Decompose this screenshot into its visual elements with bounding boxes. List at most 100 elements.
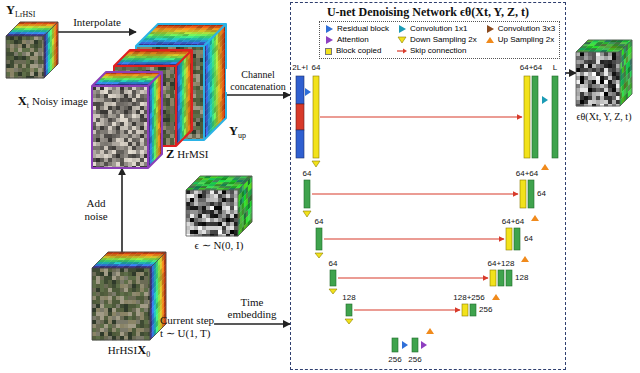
pixel xyxy=(140,90,144,94)
pixel xyxy=(170,86,174,90)
pixel xyxy=(124,102,128,106)
pixel xyxy=(136,138,140,142)
pixel xyxy=(136,98,140,102)
pixel xyxy=(120,158,124,162)
pixel xyxy=(124,98,128,102)
pixel xyxy=(112,94,116,98)
pixel xyxy=(170,78,174,82)
pixel xyxy=(120,154,124,158)
pixel xyxy=(34,64,38,68)
feature-bar xyxy=(532,76,538,158)
pixel xyxy=(124,142,128,146)
pixel xyxy=(120,142,124,146)
pixel xyxy=(96,90,100,94)
pixel xyxy=(140,118,144,122)
pixel xyxy=(116,102,120,106)
pixel xyxy=(192,134,196,138)
pixel xyxy=(186,190,190,194)
pixel xyxy=(26,72,30,76)
pixel xyxy=(124,126,128,130)
pixel xyxy=(136,102,140,106)
pixel xyxy=(104,126,108,130)
pixel xyxy=(120,90,124,94)
pixel xyxy=(140,94,144,98)
pixel xyxy=(196,66,200,70)
pixel xyxy=(132,118,136,122)
pixel xyxy=(104,110,108,114)
residual-symbol xyxy=(402,341,408,349)
pixel xyxy=(96,118,100,122)
pixel xyxy=(108,138,112,142)
pixel xyxy=(116,90,120,94)
up-symbol xyxy=(541,164,549,170)
pixel xyxy=(34,40,38,44)
pixel xyxy=(120,106,124,110)
pixel xyxy=(132,142,136,146)
pixel xyxy=(30,64,34,68)
pixel xyxy=(104,150,108,154)
pixel xyxy=(116,138,120,142)
pixel xyxy=(166,98,170,102)
cube-top xyxy=(136,24,226,46)
pixel xyxy=(140,110,144,114)
pixel xyxy=(128,122,132,126)
pixel xyxy=(116,150,120,154)
pixel xyxy=(116,146,120,150)
pixel xyxy=(96,134,100,138)
pixel xyxy=(30,36,34,40)
cube-side xyxy=(44,22,58,78)
pixel xyxy=(196,122,200,126)
pixel xyxy=(108,150,112,154)
feature-bar xyxy=(506,228,512,250)
pixel xyxy=(26,64,30,68)
pixel xyxy=(100,142,104,146)
feature-bar xyxy=(462,304,468,316)
pixel xyxy=(108,142,112,146)
pixel xyxy=(136,118,140,122)
pixel xyxy=(10,48,14,52)
pixel xyxy=(124,134,128,138)
pixel xyxy=(196,134,200,138)
pixel xyxy=(128,90,132,94)
pixel xyxy=(136,134,140,138)
pixel xyxy=(104,122,108,126)
pixel xyxy=(18,72,22,76)
pixel xyxy=(136,122,140,126)
node-text: t xyxy=(27,101,29,110)
pixel xyxy=(124,158,128,162)
pixel xyxy=(128,146,132,150)
pixel xyxy=(38,48,42,52)
pixel xyxy=(104,146,108,150)
pixel xyxy=(34,44,38,48)
pixel xyxy=(116,142,120,146)
pixel xyxy=(100,122,104,126)
pixel xyxy=(18,56,22,60)
pixel xyxy=(140,130,144,134)
pixel xyxy=(100,90,104,94)
node-text: X xyxy=(18,94,27,108)
pixel xyxy=(166,102,170,106)
up-symbol xyxy=(531,215,539,221)
pixel xyxy=(10,68,14,72)
pixel xyxy=(196,102,200,106)
pixel xyxy=(140,134,144,138)
pixel xyxy=(116,98,120,102)
pixel xyxy=(132,114,136,118)
node-caption: XtNoisy image xyxy=(18,94,88,111)
pixel xyxy=(26,60,30,64)
pixel xyxy=(136,126,140,130)
pixel xyxy=(140,122,144,126)
pixel xyxy=(128,162,132,166)
pixel xyxy=(166,86,170,90)
cube-front xyxy=(114,66,176,146)
pixel xyxy=(170,82,174,86)
pixel xyxy=(196,86,200,90)
pixel xyxy=(34,56,38,60)
pixel xyxy=(100,134,104,138)
pixel xyxy=(136,90,140,94)
pixel xyxy=(26,36,30,40)
pixel xyxy=(100,118,104,122)
pixel xyxy=(104,94,108,98)
pixel xyxy=(18,48,22,52)
pixel xyxy=(170,134,174,138)
